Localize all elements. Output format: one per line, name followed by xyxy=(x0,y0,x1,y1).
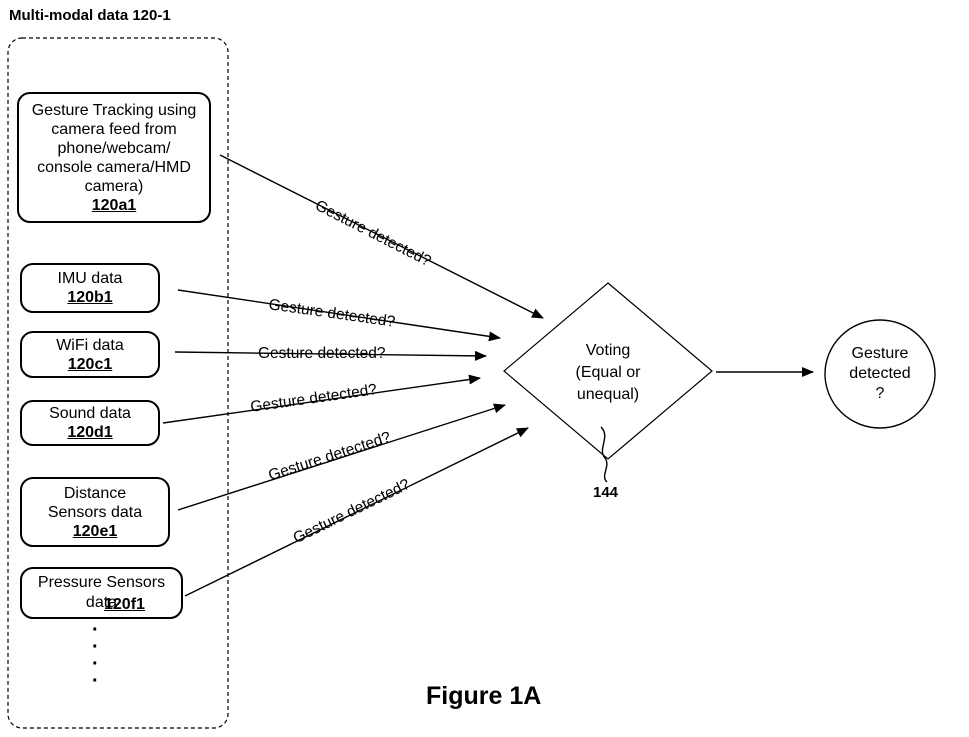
arrow-distance-to-voting xyxy=(177,403,506,511)
source-camera-text: Gesture Tracking using camera feed from … xyxy=(31,101,197,195)
source-sound-ref: 120d1 xyxy=(67,424,113,441)
output-line2: detected xyxy=(849,365,911,382)
arrow-imu-to-voting xyxy=(177,289,501,342)
edge-label-wifi: Gesture detected? xyxy=(258,345,386,362)
voting-line3: unequal) xyxy=(576,386,640,403)
source-distance-text: Distance Sensors data xyxy=(47,484,143,521)
group-container xyxy=(7,37,229,729)
output-label: Gesture detected ? xyxy=(825,344,935,404)
output-line3: ? xyxy=(875,385,885,402)
arrow-camera-to-voting xyxy=(219,154,544,319)
arrow-pressure-to-voting xyxy=(184,427,529,597)
source-camera-ref: 120a1 xyxy=(91,196,137,214)
voting-ref-leader xyxy=(600,426,608,483)
source-distance-ref: 120e1 xyxy=(72,522,118,540)
source-pressure-ref: 120f1 xyxy=(104,596,145,613)
voting-line1: Voting xyxy=(585,342,631,359)
source-pressure-label: Pressure Sensors data xyxy=(37,574,166,611)
source-distance: Distance Sensors data 120e1 xyxy=(20,477,170,547)
arrow-wifi-to-voting xyxy=(174,350,487,361)
source-pressure: Pressure Sensors data xyxy=(20,567,183,619)
voting-line2: (Equal or xyxy=(575,364,641,381)
output-ellipse xyxy=(824,319,936,429)
output-line1: Gesture xyxy=(851,345,909,362)
source-wifi: WiFi data 120c1 xyxy=(20,331,160,378)
group-title: Multi-modal data 120-1 xyxy=(9,7,171,24)
voting-ref: 144 xyxy=(593,484,619,501)
figure-caption: Figure 1A xyxy=(426,682,542,710)
arrow-sound-to-voting xyxy=(162,374,481,424)
voting-diamond xyxy=(503,282,713,460)
more-sources-ellipsis: · · · · xyxy=(92,619,99,692)
source-camera: Gesture Tracking using camera feed from … xyxy=(17,92,211,223)
source-imu-text: IMU data xyxy=(57,270,123,287)
source-imu: IMU data 120b1 xyxy=(20,263,160,313)
source-pressure-text: Pressure Sensors data xyxy=(27,573,177,613)
source-wifi-text: WiFi data xyxy=(56,336,124,354)
source-sound: Sound data 120d1 xyxy=(20,400,160,446)
voting-label: Voting (Equal or unequal) xyxy=(548,340,668,406)
source-sound-text: Sound data xyxy=(49,405,131,422)
source-wifi-ref: 120c1 xyxy=(67,355,113,373)
source-imu-ref: 120b1 xyxy=(67,289,113,306)
